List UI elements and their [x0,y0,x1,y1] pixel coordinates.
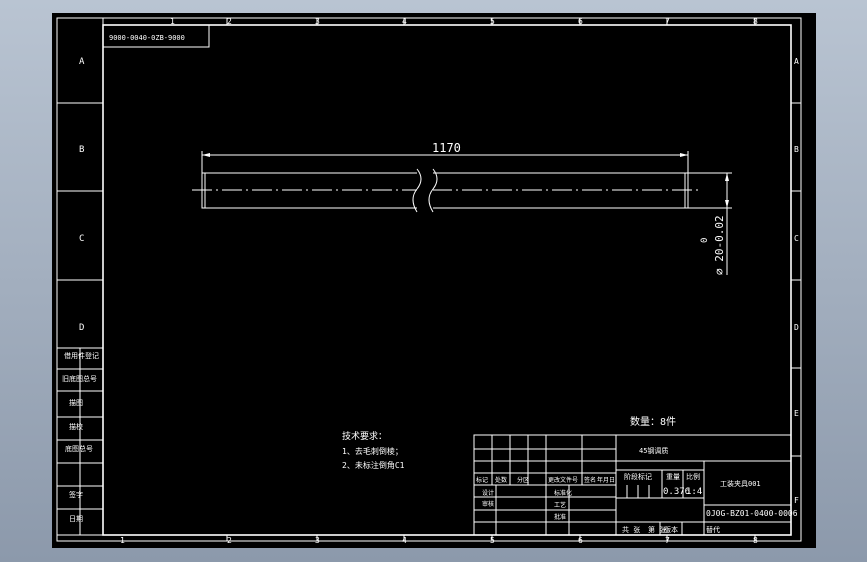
outer-frame [56,17,802,542]
zone-letter: D [79,323,84,333]
tech-req-2: 2、未标注倒角C1 [342,460,405,470]
length-dimension: 1170 [201,141,689,173]
left-label: 借用件登记 [64,351,99,360]
sign-label: 设计 [482,489,494,497]
right-zone-column: A B C D E F [791,57,801,505]
replace-label: 替代 [706,525,720,534]
technical-requirements: 技术要求： 1、去毛刺倒棱； 2、未标注倒角C1 [342,430,405,470]
tech-title: 技术要求： [342,430,387,442]
sign-label: 批准 [554,513,566,521]
row-label: 处数 [495,476,507,484]
left-label: 旧底图总号 [62,374,97,383]
shaft-part [192,168,702,213]
zone-number: 8 [753,17,758,26]
zone-number: 6 [578,536,583,545]
zone-letter: F [794,496,799,505]
zone-number: 3 [315,17,320,26]
zone-number: 5 [490,17,495,26]
row-label: 年月日 [597,476,615,484]
stamp-code-box [102,24,210,48]
drawing-sheet: 1 2 3 4 5 6 7 8 1 2 3 4 5 6 7 8 A B C D … [56,17,802,545]
ratio-label: 比例 [686,472,700,481]
row-label: 分区 [517,476,529,484]
title-block: 45钢调质 阶段标记 重量 比例 0.376 1:4 工装夹具001 0J0G-… [473,434,798,536]
left-zone-column: A B C D [57,57,103,333]
ratio-value: 1:4 [686,487,702,497]
weight-label: 重量 [666,473,680,481]
top-zone-ruler [102,18,756,25]
left-label: 描校 [69,422,83,431]
dimension-length: 1170 [432,141,461,155]
zone-number: 7 [665,17,670,26]
tech-req-1: 1、去毛刺倒棱； [342,446,403,456]
row-label: 签名 [584,476,596,484]
zone-number: 4 [402,536,407,545]
zone-number: 2 [227,536,232,545]
diameter-dimension: ⌀ 20-0.02 0 [688,172,732,275]
zone-number: 7 [665,536,670,545]
quantity-label: 数量：8件 [630,415,676,428]
stamp-code: 9000-0040-0ZB-9000 [109,34,185,42]
zone-number: 1 [170,17,175,26]
stage-label: 阶段标记 [624,472,652,481]
version-label: 版本 [664,525,678,534]
zone-letter: D [794,323,799,332]
zone-number: 5 [490,536,495,545]
company-name: 工装夹具001 [720,479,761,488]
bottom-zone-ruler [226,535,756,541]
cad-viewport[interactable]: 1 2 3 4 5 6 7 8 1 2 3 4 5 6 7 8 A B C D … [52,13,816,548]
part-name: 45钢调质 [639,446,668,455]
zone-number: 6 [578,17,583,26]
zone-letter: A [794,57,799,66]
zone-letter: B [794,145,799,154]
zone-number: 1 [120,536,125,545]
inner-frame [102,24,792,536]
zone-number: 8 [753,536,758,545]
zone-number: 3 [315,536,320,545]
zone-letter: E [794,409,799,418]
sign-label: 工艺 [554,501,566,509]
tolerance-upper: 0 [700,238,710,243]
sheet-of: 第 张 [648,525,666,534]
row-label: 标记 [476,476,488,484]
weight-value: 0.376 [663,487,690,497]
bottom-zone-numbers: 1 2 3 4 5 6 7 8 [120,536,758,545]
sheet-total: 共 张 [622,525,640,534]
sign-label: 标准化 [554,489,572,497]
drawing-number: 0J0G-BZ01-0400-0006 [706,509,798,518]
left-label: 签字 [69,490,83,499]
zone-letter: C [79,234,84,244]
zone-number: 4 [402,17,407,26]
top-zone-numbers: 1 2 3 4 5 6 7 8 [170,17,758,26]
zone-letter: C [794,234,799,243]
left-label-table: 借用件登记 旧底图总号 描图 描校 底图总号 签字 日期 [56,347,104,536]
zone-letter: A [79,57,85,67]
zone-letter: B [79,145,84,155]
zone-number: 2 [227,17,232,26]
left-label: 日期 [69,515,83,523]
sign-label: 审核 [482,500,494,508]
left-label: 底图总号 [65,444,93,453]
row-label: 更改文件号 [548,476,578,484]
diameter-label: ⌀ 20-0.02 [713,215,726,275]
left-label: 描图 [69,398,83,407]
